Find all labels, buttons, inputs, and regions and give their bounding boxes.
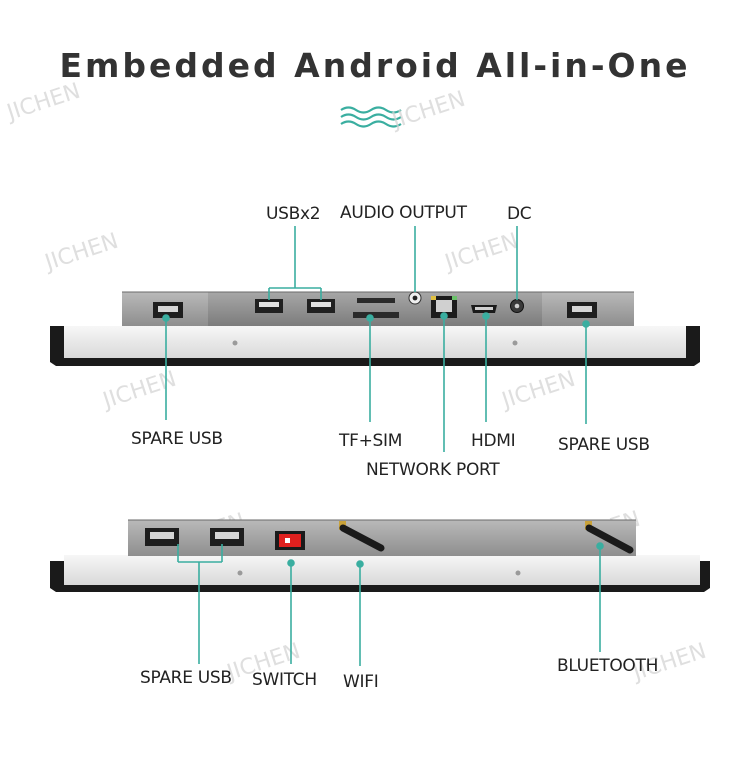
wave-icon: [340, 106, 402, 128]
label-audio-output: AUDIO OUTPUT: [340, 203, 467, 223]
usb-port-icon: [210, 528, 244, 546]
label-usbx2: USBx2: [266, 204, 321, 224]
top-device-view: [50, 291, 700, 366]
dc-jack-icon: [510, 299, 524, 313]
bottom-callouts: [177, 542, 604, 666]
label-tf-sim: TF+SIM: [339, 431, 403, 451]
bottom-device-view: [50, 519, 710, 592]
label-spare-usb-bottom: SPARE USB: [140, 668, 232, 688]
antenna-icon: [585, 521, 634, 554]
page-title: Embedded Android All-in-One: [59, 46, 691, 85]
watermarks: JICHEN JICHEN JICHEN JICHEN JICHEN JICHE…: [2, 79, 709, 687]
top-callouts: [162, 226, 590, 452]
label-spare-usb-left: SPARE USB: [131, 429, 223, 449]
usb-port-icon: [145, 528, 179, 546]
label-hdmi: HDMI: [471, 431, 516, 451]
watermark-text: JICHEN: [387, 87, 468, 135]
rj45-port-icon: [431, 296, 457, 318]
usb-port-icon: [255, 299, 283, 313]
hdmi-port-icon: [471, 305, 497, 313]
watermark-text: JICHEN: [497, 367, 578, 415]
antenna-icon: [339, 521, 385, 552]
usb-port-icon: [307, 299, 335, 313]
label-spare-usb-right: SPARE USB: [558, 435, 650, 455]
sd-slot-icon: [353, 298, 399, 318]
watermark-text: JICHEN: [98, 367, 179, 415]
watermark-text: JICHEN: [40, 229, 121, 277]
label-network-port: NETWORK PORT: [366, 460, 500, 480]
label-wifi: WIFI: [343, 672, 379, 692]
rocker-switch-icon: [275, 531, 305, 550]
watermark-text: JICHEN: [440, 229, 521, 277]
label-dc: DC: [507, 204, 532, 224]
watermark-text: JICHEN: [2, 79, 83, 127]
label-bluetooth: BLUETOOTH: [557, 656, 659, 676]
label-switch: SWITCH: [252, 670, 317, 690]
usb-port-icon: [567, 302, 597, 318]
audio-jack-icon: [408, 291, 422, 305]
usb-port-icon: [153, 302, 183, 318]
